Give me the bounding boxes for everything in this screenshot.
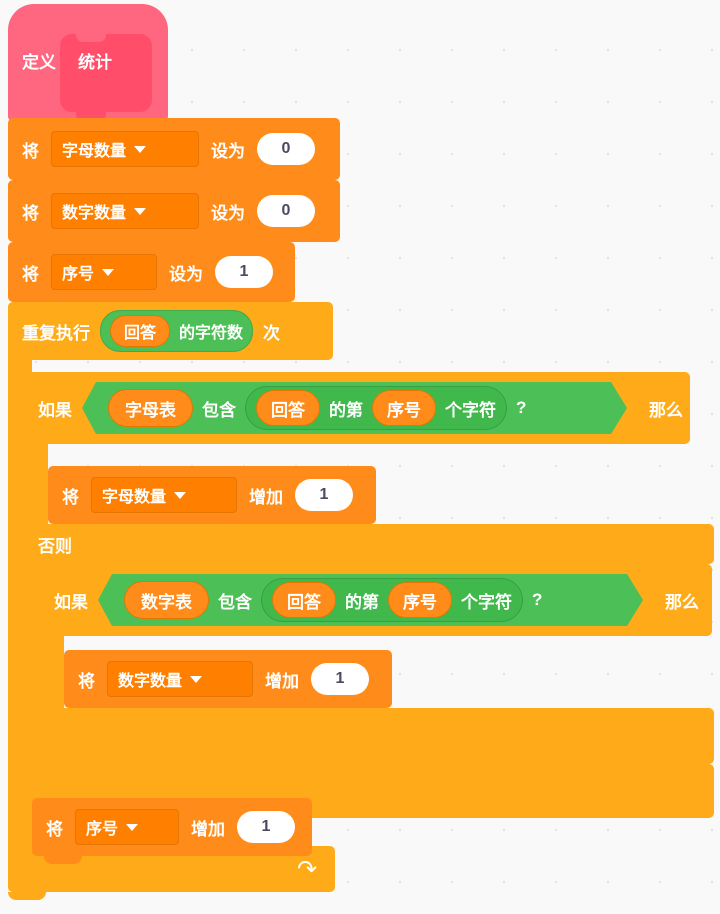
letter-label: 个字符 — [445, 400, 496, 420]
list-reporter-letters[interactable]: 字母表 — [108, 389, 193, 427]
set-digit-count-middle: 设为 — [211, 203, 245, 223]
change-digit-count-value-input[interactable]: 1 — [311, 663, 369, 695]
repeat-prefix-label: 重复执行 — [22, 323, 90, 343]
letter-of-operator-block[interactable]: 回答 的第 序号 个字符 — [261, 578, 523, 622]
letter-label: 个字符 — [461, 592, 512, 612]
change-letter-count-prefix: 将 — [62, 487, 79, 507]
variable-dropdown-index-label: 序号 — [62, 266, 95, 283]
inner-if-header[interactable]: 如果 数字表 包含 回答 的第 序号 个字符 ? 那么 — [40, 564, 712, 636]
list-contains-operator[interactable]: 字母表 包含 回答 的第 序号 个字符 ? — [82, 386, 526, 430]
question-mark-label: ? — [516, 398, 527, 417]
chevron-down-icon — [134, 207, 147, 215]
letter-of-operator-block[interactable]: 回答 的第 序号 个字符 — [245, 386, 507, 430]
chevron-down-icon — [190, 675, 203, 683]
repeat-block-header[interactable]: 重复执行 回答 的字符数 次 — [8, 302, 333, 360]
change-letter-count-block[interactable]: 将 字母数量 增加 1 — [48, 466, 376, 532]
variable-dropdown-index[interactable]: 序号 — [51, 254, 157, 290]
set-letter-count-value-input[interactable]: 0 — [257, 133, 315, 165]
else-divider[interactable]: 否则 — [24, 524, 714, 564]
inner-then-label: 那么 — [665, 592, 699, 612]
variable-dropdown-letter-count-label: 字母数量 — [62, 143, 127, 160]
else-label: 否则 — [38, 536, 72, 556]
set-digit-count-value-input[interactable]: 0 — [257, 195, 315, 227]
of-index-label: 的第 — [345, 592, 379, 612]
change-digit-count-block[interactable]: 将 数字数量 增加 1 — [64, 650, 392, 716]
set-digit-count-prefix: 将 — [22, 203, 39, 223]
variable-dropdown-digit-count[interactable]: 数字数量 — [51, 193, 199, 229]
chevron-down-icon — [102, 268, 115, 276]
change-index-prefix: 将 — [46, 819, 63, 839]
variable-dropdown-digit-count-change[interactable]: 数字数量 — [107, 661, 253, 697]
of-index-label: 的第 — [329, 400, 363, 420]
variable-dropdown-digit-count-label: 数字数量 — [62, 205, 127, 222]
outer-if-condition[interactable]: 字母表 包含 回答 的第 序号 个字符 ? — [82, 382, 627, 434]
define-keyword-label: 定义 — [22, 53, 56, 72]
length-of-operator-block[interactable]: 回答 的字符数 — [100, 310, 254, 352]
change-digit-count-prefix: 将 — [78, 671, 95, 691]
define-hat-block[interactable]: 定义 统计 — [8, 4, 168, 123]
repeat-suffix-label: 次 — [263, 323, 281, 343]
change-letter-count-middle: 增加 — [249, 487, 283, 507]
outer-if-header[interactable]: 如果 字母表 包含 回答 的第 序号 个字符 ? 那么 — [24, 372, 690, 444]
variable-dropdown-index-change[interactable]: 序号 — [75, 809, 179, 845]
variable-dropdown-letter-count-change[interactable]: 字母数量 — [91, 477, 237, 513]
loop-arrow-icon: ↶ — [296, 855, 317, 883]
length-of-label: 的字符数 — [179, 325, 244, 342]
set-index-prefix: 将 — [22, 264, 39, 284]
change-index-block[interactable]: 将 序号 增加 1 — [32, 798, 312, 864]
variable-dropdown-digit-count-change-label: 数字数量 — [118, 673, 183, 690]
set-letter-count-middle: 设为 — [211, 141, 245, 161]
chevron-down-icon — [134, 145, 147, 153]
set-digit-count-block[interactable]: 将 数字数量 设为 0 — [8, 180, 340, 250]
stack-bump — [44, 856, 82, 864]
question-mark-label: ? — [532, 590, 543, 609]
set-letter-count-prefix: 将 — [22, 141, 39, 161]
index-reporter[interactable]: 序号 — [388, 582, 452, 618]
answer-reporter[interactable]: 回答 — [256, 390, 320, 426]
inner-if-label: 如果 — [54, 592, 88, 612]
index-reporter[interactable]: 序号 — [372, 390, 436, 426]
repeat-bottom-bump — [8, 892, 46, 900]
inner-if-condition[interactable]: 数字表 包含 回答 的第 序号 个字符 ? — [98, 574, 643, 626]
procedure-name-label: 统计 — [78, 53, 112, 72]
inner-if-footer[interactable] — [40, 708, 714, 764]
variable-dropdown-index-change-label: 序号 — [86, 821, 119, 838]
procedure-prototype[interactable] — [60, 33, 152, 121]
variable-dropdown-letter-count-change-label: 字母数量 — [102, 489, 167, 506]
variable-dropdown-letter-count[interactable]: 字母数量 — [51, 131, 199, 167]
change-index-middle: 增加 — [191, 819, 225, 839]
list-contains-operator[interactable]: 数字表 包含 回答 的第 序号 个字符 ? — [98, 578, 542, 622]
set-index-middle: 设为 — [169, 264, 203, 284]
set-index-value-input[interactable]: 1 — [215, 256, 273, 288]
outer-then-label: 那么 — [649, 400, 683, 420]
list-reporter-digits[interactable]: 数字表 — [124, 581, 209, 619]
set-letter-count-block[interactable]: 将 字母数量 设为 0 — [8, 118, 340, 188]
change-digit-count-middle: 增加 — [265, 671, 299, 691]
change-index-value-input[interactable]: 1 — [237, 811, 295, 843]
contains-label: 包含 — [218, 592, 252, 612]
contains-label: 包含 — [202, 400, 236, 420]
answer-reporter[interactable]: 回答 — [272, 582, 336, 618]
chevron-down-icon — [174, 491, 187, 499]
change-letter-count-value-input[interactable]: 1 — [295, 479, 353, 511]
answer-reporter[interactable]: 回答 — [110, 315, 171, 347]
chevron-down-icon — [126, 823, 139, 831]
set-index-block[interactable]: 将 序号 设为 1 — [8, 242, 295, 310]
outer-if-label: 如果 — [38, 400, 72, 420]
